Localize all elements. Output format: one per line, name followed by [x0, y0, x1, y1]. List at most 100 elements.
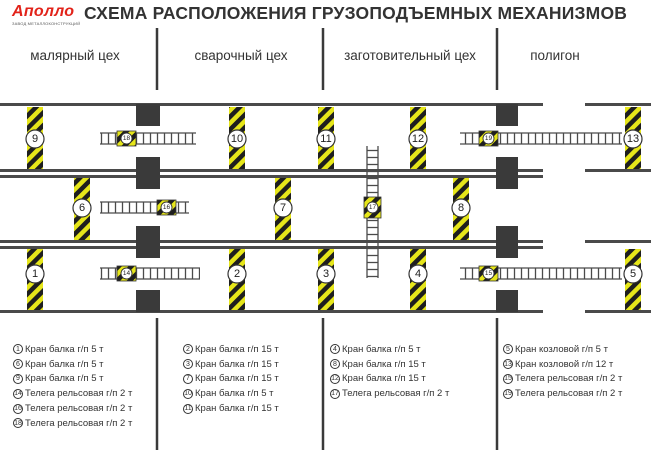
trolley-marker-15: [482, 267, 495, 280]
crane-marker-1: [25, 264, 45, 284]
legend-number: 18: [13, 418, 23, 429]
opening: [136, 104, 160, 126]
crane-number-3: 3: [323, 268, 329, 280]
crane-marker-12: [408, 129, 428, 149]
opening: [136, 226, 160, 258]
opening: [496, 104, 518, 126]
logo-tagline: ЗАВОД МЕТАЛЛОКОНСТРУКЦИЙ: [12, 21, 81, 26]
legend-text: Телега рельсовая г/п 2 т: [515, 373, 623, 385]
trolley-number-17: 17: [369, 204, 377, 211]
legend-number: 15: [503, 373, 513, 384]
crane-marker-2: [227, 264, 247, 284]
section-label-welding-shop: сварочный цех: [194, 48, 288, 63]
trolley-marker-17: [366, 201, 379, 214]
crane-number-8: 8: [458, 202, 464, 214]
legend-number: 12: [330, 373, 340, 384]
crane-number-12: 12: [412, 133, 424, 145]
legend-text: Кран балка г/п 15 т: [195, 403, 279, 415]
trolley-marker-19: [482, 132, 495, 145]
opening: [136, 290, 160, 312]
legend-text: Кран балка г/п 5 т: [25, 343, 104, 355]
rail: [585, 240, 651, 243]
crane-number-4: 4: [415, 268, 421, 280]
legend-number: 11: [183, 403, 193, 414]
legend-text: Кран балка г/п 5 т: [342, 343, 421, 355]
crane-number-10: 10: [231, 133, 243, 145]
legend-number: 16: [13, 403, 23, 414]
wall-openings: [136, 104, 518, 312]
crane-marker-10: [227, 129, 247, 149]
legend-number: 9: [13, 373, 23, 384]
legend-text: Кран балка г/п 5 т: [25, 373, 104, 385]
rail: [0, 246, 543, 249]
crane-marker-5: [623, 264, 643, 284]
rail: [0, 175, 543, 178]
trolley-marker-14: [120, 267, 133, 280]
legend-number: 2: [183, 344, 193, 355]
legend-text: Кран балка г/п 15 т: [195, 373, 279, 385]
trolley-number-15: 15: [485, 270, 493, 277]
crane-number-9: 9: [32, 133, 38, 145]
trolleys: [116, 130, 499, 282]
trolley-number-14: 14: [123, 270, 131, 277]
crane-number-7: 7: [280, 202, 286, 214]
crane-number-1: 1: [32, 268, 38, 280]
crane-marker-4: [408, 264, 428, 284]
opening: [496, 290, 518, 312]
crane-number-6: 6: [79, 202, 85, 214]
legend-text: Телега рельсовая г/п 2 т: [515, 388, 623, 400]
crane-number-2: 2: [234, 268, 240, 280]
opening: [496, 157, 518, 189]
legend-number: 19: [503, 388, 513, 399]
legend-number: 13: [503, 359, 513, 370]
crane-number-11: 11: [320, 133, 331, 145]
legend-text: Телега рельсовая г/п 2 т: [25, 403, 133, 415]
legend-number: 6: [13, 359, 23, 370]
legend-number: 5: [503, 344, 513, 355]
opening: [496, 226, 518, 258]
legend-number: 17: [330, 388, 340, 399]
crane-rails: [0, 103, 651, 313]
legend-number: 10: [183, 388, 193, 399]
legend-text: Кран балка г/п 15 т: [195, 358, 279, 370]
legend-text: Телега рельсовая г/п 2 т: [25, 417, 133, 429]
crane-marker-9: [25, 129, 45, 149]
legend-number: 4: [330, 344, 340, 355]
track-18: [100, 132, 196, 145]
trolley-marker-18: [120, 132, 133, 145]
page-title: СХЕМА РАСПОЛОЖЕНИЯ ГРУЗОПОДЪЕМНЫХ МЕХАНИ…: [84, 3, 628, 23]
company-logo: Аполло ЗАВОД МЕТАЛЛОКОНСТРУКЦИЙ: [12, 4, 81, 27]
rail: [0, 103, 543, 106]
crane-number-5: 5: [630, 268, 636, 280]
legend-text: Телега рельсовая г/п 2 т: [342, 388, 450, 400]
rail: [0, 169, 543, 172]
legend-text: Кран балка г/п 15 т: [342, 358, 426, 370]
track-14: [100, 267, 200, 280]
legend-text: Кран балка г/п 5 т: [25, 358, 104, 370]
section-label-blank-shop: заготовительный цех: [344, 48, 476, 63]
crane-marker-8: [451, 198, 471, 218]
legend-number: 8: [330, 359, 340, 370]
crane-marker-11: [316, 129, 336, 149]
legend-text: Кран балка г/п 5 т: [195, 388, 274, 400]
legend-text: Телега рельсовая г/п 2 т: [25, 388, 133, 400]
legend-number: 3: [183, 359, 193, 370]
